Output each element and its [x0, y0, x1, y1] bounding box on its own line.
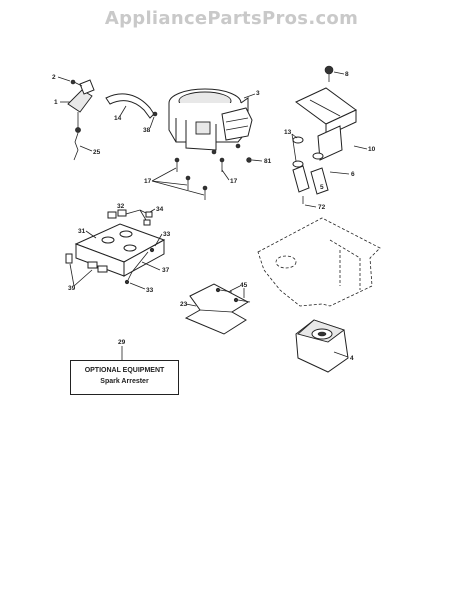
callout-3: 3	[256, 90, 260, 97]
callout-17-left: 17	[144, 178, 152, 185]
callout-10: 10	[368, 146, 376, 153]
shield-screws-part	[215, 287, 251, 303]
throttle-control-part	[67, 79, 95, 161]
callout-23: 23	[180, 301, 188, 308]
knob-part	[324, 65, 334, 75]
bolt-81-part	[246, 157, 252, 163]
callout-5: 5	[320, 184, 324, 191]
wire-part	[127, 251, 149, 281]
optional-equipment-title: OPTIONAL EQUIPMENT	[84, 367, 165, 374]
electrical-box-part	[74, 223, 166, 277]
callout-31: 31	[78, 228, 86, 235]
callout-45: 45	[240, 282, 248, 289]
optional-equipment-box: OPTIONAL EQUIPMENT Spark Arrester	[70, 360, 179, 395]
callout-32: 32	[117, 203, 125, 210]
callout-33-top: 33	[163, 231, 171, 238]
callout-4: 4	[350, 355, 354, 362]
callout-39: 39	[68, 285, 76, 292]
callout-1: 1	[54, 99, 58, 106]
muffler-part	[295, 319, 349, 373]
callout-29: 29	[118, 339, 126, 346]
callout-13: 13	[284, 129, 292, 136]
watermark-text: AppliancePartsPros.com	[104, 8, 359, 29]
callout-6: 6	[351, 171, 355, 178]
callout-37: 37	[162, 267, 170, 274]
spark-arrester-label: Spark Arrester	[100, 378, 149, 385]
callout-72: 72	[318, 204, 326, 211]
callout-8: 8	[345, 71, 349, 78]
callout-2: 2	[52, 74, 56, 81]
callout-17-right: 17	[230, 178, 238, 185]
battery-bracket-part	[295, 87, 357, 161]
callout-14: 14	[114, 115, 122, 122]
callout-81: 81	[264, 158, 272, 165]
engine-bolts-part	[174, 157, 225, 200]
callout-25: 25	[93, 149, 101, 156]
throttle-cable-part	[105, 93, 155, 119]
callout-34: 34	[156, 206, 164, 213]
clip-part	[152, 111, 158, 117]
chassis-frame-part	[257, 217, 381, 307]
fuses-part	[65, 253, 108, 273]
connectors-part	[107, 209, 153, 226]
engine-part	[168, 88, 253, 155]
bushings-part	[292, 136, 329, 195]
heat-shield-part	[184, 283, 250, 335]
callout-33-bottom: 33	[146, 287, 154, 294]
callout-38: 38	[143, 127, 151, 134]
